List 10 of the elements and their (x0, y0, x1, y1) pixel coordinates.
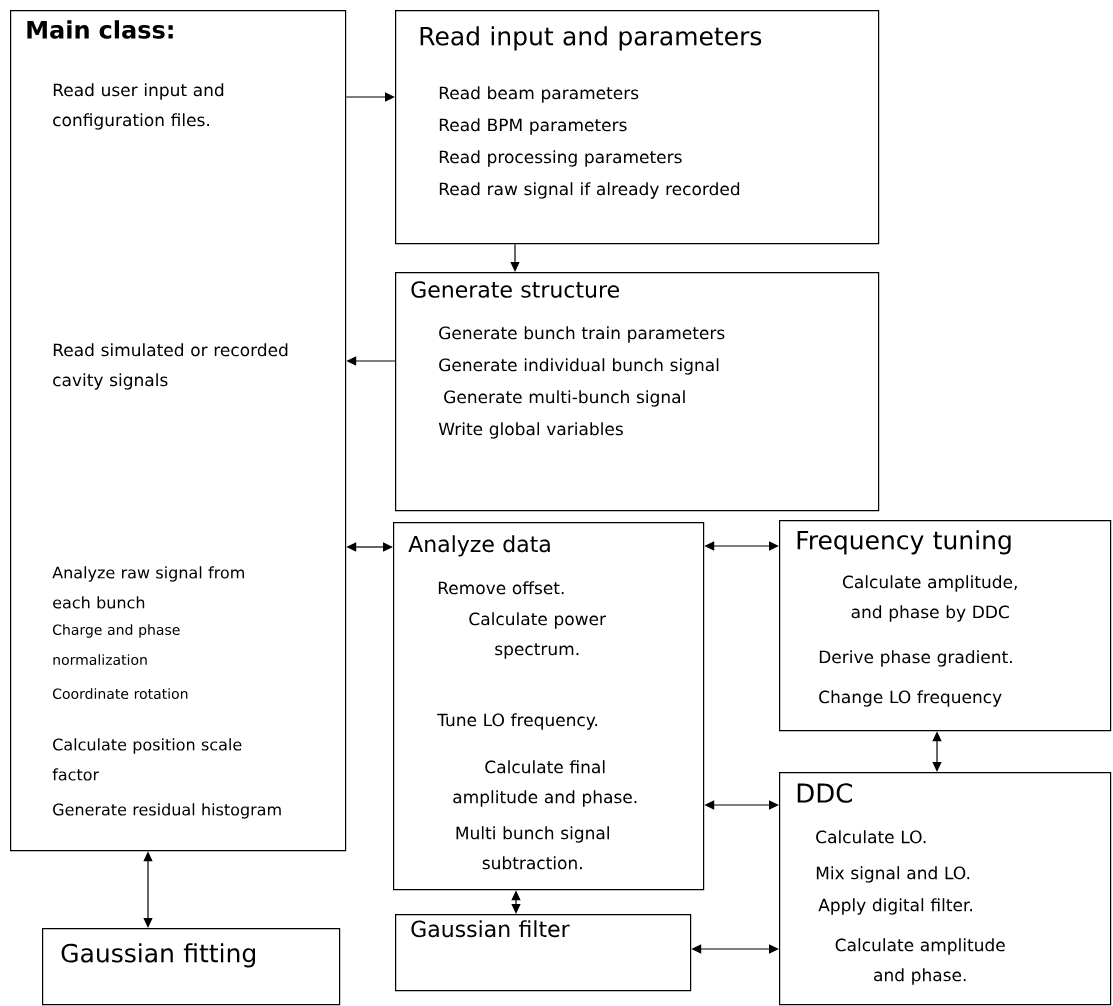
process-box: Frequency tuning Calculate amplitude, and phase by DDC Derive phase gradient. Change LO frequency (779, 520, 1112, 732)
process-box: DDC Calculate LO. Mix signal and LO. Apply digital filter. Calculate amplitude and phase. (779, 772, 1112, 1006)
process-box: Main class: Read user input and configuration files. Read simulated or recorded cavity signals Analyze raw signal from each bunch Charge and phase normalization Coordinate rotation Calculate position scale factor Generate residual histogram (10, 10, 347, 852)
process-box: Generate structure Generate bunch train parameters Generate individual bunch signal Generate multi-bunch signal Write global variables (395, 272, 880, 512)
arrow (510, 243, 520, 272)
process-box: Analyze data Remove offset. Calculate power spectrum. Tune LO frequency. Calculate final amplitude and phase. Multi bunch signal subtraction. (393, 522, 705, 891)
process-box: Gaussian fitting (42, 928, 341, 1006)
process-box: Gaussian filter (395, 914, 692, 992)
arrow (345, 92, 395, 102)
process-box: Read input and parameters Read beam parameters Read BPM parameters Read processing parameters Read raw signal if already recorded (395, 10, 880, 245)
